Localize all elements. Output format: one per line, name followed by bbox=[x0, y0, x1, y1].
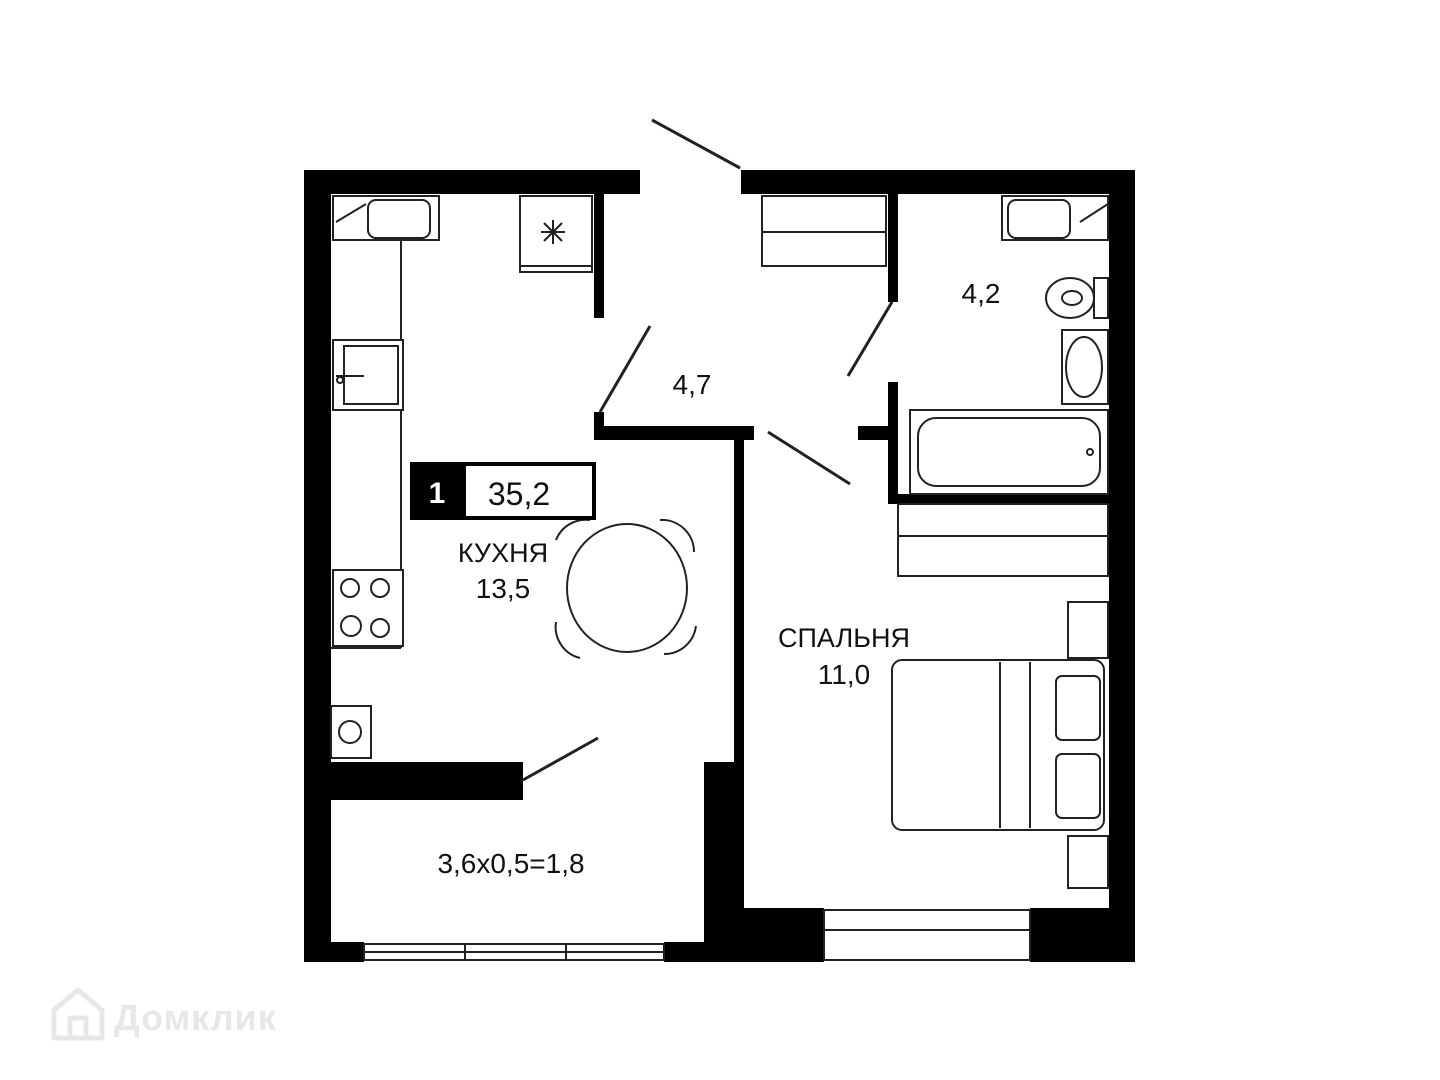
balcony-window bbox=[363, 943, 665, 961]
total-area: 35,2 bbox=[488, 476, 550, 512]
kitchen-area: 13,5 bbox=[476, 573, 531, 604]
washing-machine-icon bbox=[330, 705, 372, 759]
stove-icon bbox=[332, 569, 404, 647]
balcony-area: 3,6х0,5=1,8 bbox=[437, 848, 584, 879]
house-icon bbox=[51, 987, 105, 1041]
kitchen-top-fixture bbox=[332, 195, 440, 241]
bedroom-area: 11,0 bbox=[818, 659, 870, 690]
kitchen-sink bbox=[332, 339, 404, 411]
walls bbox=[304, 170, 1135, 962]
watermark-text: Домклик bbox=[114, 997, 277, 1038]
room-count: 1 bbox=[429, 477, 446, 510]
bathroom-area: 4,2 bbox=[962, 278, 1001, 309]
doors bbox=[522, 118, 894, 782]
dining-table bbox=[554, 518, 697, 659]
hall-area: 4,7 bbox=[673, 369, 712, 400]
area-badge: 1 35,2 bbox=[410, 462, 596, 520]
fridge-icon bbox=[519, 195, 593, 273]
bedroom-window bbox=[823, 909, 1031, 961]
kitchen-label: КУХНЯ bbox=[458, 538, 548, 568]
wardrobe bbox=[761, 195, 887, 267]
double-bed bbox=[891, 601, 1109, 889]
bedroom-shelf bbox=[897, 503, 1109, 577]
watermark: Домклик bbox=[51, 987, 277, 1041]
bedroom-label: СПАЛЬНЯ bbox=[778, 623, 910, 653]
bathroom-fixtures bbox=[909, 195, 1109, 495]
